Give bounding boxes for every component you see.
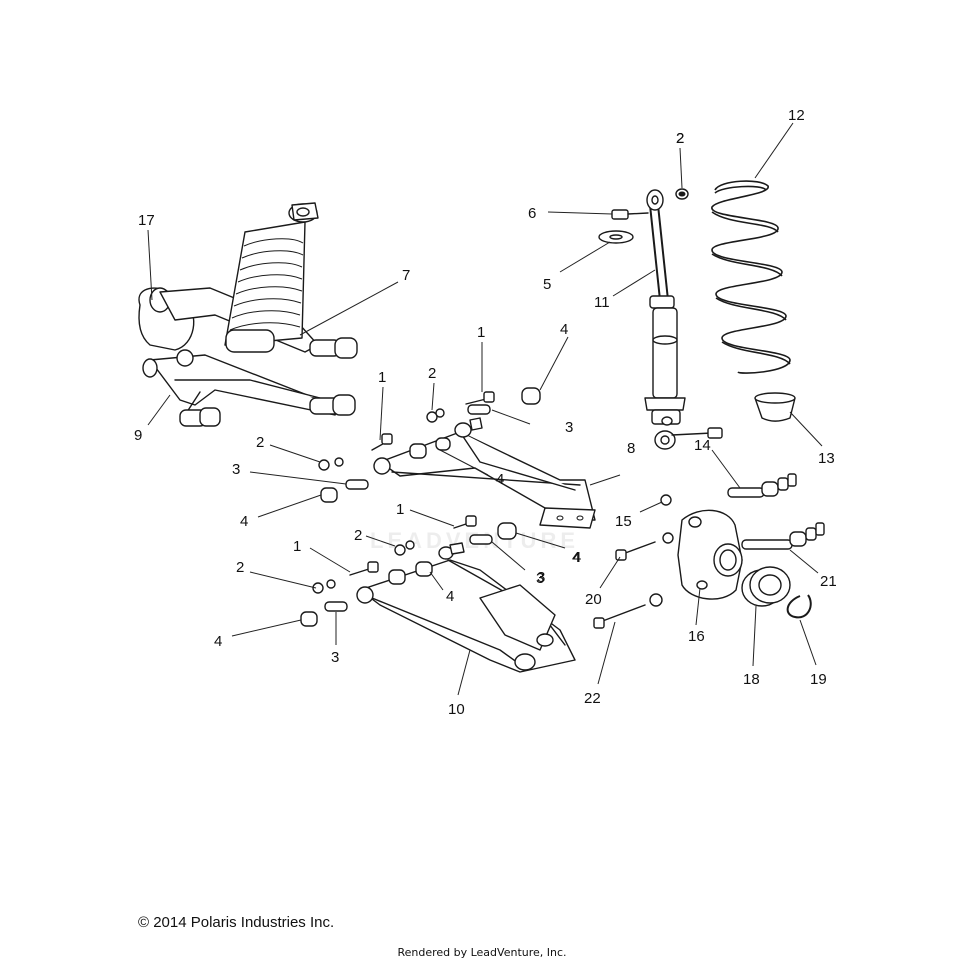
callout-4: 4 [240, 513, 248, 530]
callout-16: 16 [688, 628, 705, 645]
snap-ring [786, 594, 812, 619]
callout-20: 20 [585, 591, 602, 608]
coil-spring [711, 180, 791, 374]
shock-absorber [644, 189, 723, 450]
shock-top-hardware [598, 188, 689, 244]
callout-19: 19 [810, 671, 827, 688]
callout-22: 22 [584, 690, 601, 707]
callout-3: 3 [331, 649, 339, 666]
callout-21: 21 [820, 573, 837, 590]
copyright-notice: © 2014 Polaris Industries Inc. [138, 914, 335, 931]
callout-9: 9 [134, 427, 142, 444]
callout-4: 4 [446, 588, 454, 605]
callout-3: 3 [232, 461, 240, 478]
knuckle [677, 509, 743, 600]
assembled-suspension [138, 202, 358, 427]
callout-4: 4 [560, 321, 568, 338]
rendered-by-credit: Rendered by LeadVenture, Inc. [397, 946, 567, 959]
lower-a-arm [356, 542, 576, 673]
callout-1: 1 [378, 369, 386, 386]
callout-1: 1 [293, 538, 301, 555]
spring-seat [754, 392, 796, 422]
callout-3: 3 [537, 569, 545, 586]
callout-2: 2 [236, 559, 244, 576]
callout-2: 2 [354, 527, 362, 544]
upper-a-arm [373, 417, 596, 529]
callout-2: 2 [676, 130, 684, 147]
bearing [741, 566, 791, 607]
callout-4: 4 [496, 471, 504, 488]
callout-6: 6 [528, 205, 536, 222]
callout-4: 4 [572, 549, 580, 566]
callout-12: 12 [788, 107, 805, 124]
callout-15: 15 [615, 513, 632, 530]
leader-lines [147, 122, 823, 696]
callout-7: 7 [402, 267, 410, 284]
callout-1: 1 [396, 501, 404, 518]
callout-13: 13 [818, 450, 835, 467]
callout-8: 8 [627, 440, 635, 457]
callout-3: 3 [536, 570, 544, 587]
callout-2: 2 [256, 434, 264, 451]
callout-1: 1 [477, 324, 485, 341]
callout-5: 5 [543, 276, 551, 293]
loose-hardware [300, 387, 825, 629]
callout-11: 11 [594, 294, 610, 311]
callout-3: 3 [565, 419, 573, 436]
assembled-shock [224, 202, 319, 353]
callout-4: 4 [573, 549, 581, 566]
callout-4: 4 [214, 633, 222, 650]
callout-14: 14 [694, 437, 711, 454]
callout-2: 2 [676, 130, 684, 147]
callout-labels: 17 7 9 1 2 3 4 1 2 4 3 4 8 2 3 4 1 2 4 1… [134, 107, 837, 718]
callout-18: 18 [743, 671, 760, 688]
callout-2: 2 [428, 365, 436, 382]
callout-17: 17 [138, 212, 155, 229]
callout-10: 10 [448, 701, 465, 718]
